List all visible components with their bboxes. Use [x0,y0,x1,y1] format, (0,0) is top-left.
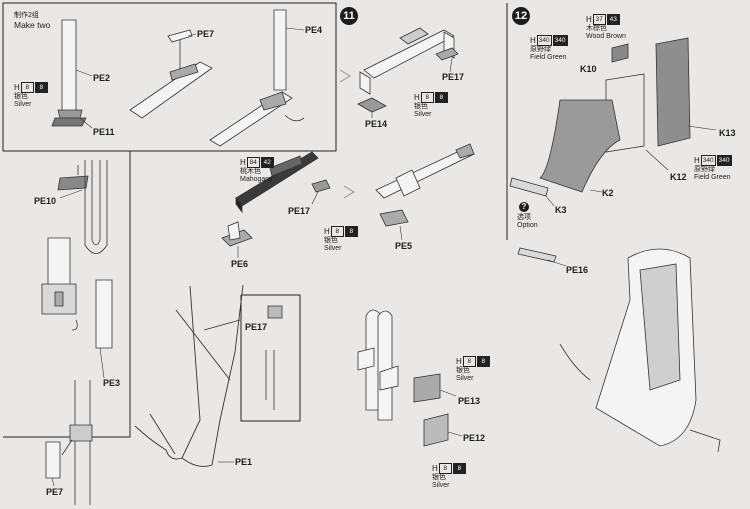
step12-drawing [509,37,721,453]
make-two-note-en: Make two [14,20,51,30]
pe4-strip-drawing [209,9,305,147]
step-11-badge: 11 [340,7,358,25]
part-label-pe16: PE16 [566,265,589,275]
make-two-note-cn: 制作2组 [14,12,39,19]
part-label-pe17-b: PE17 [288,206,311,216]
step11-drawing [221,27,475,247]
seat-frame-drawing [357,309,449,447]
part-label-pe14: PE14 [365,119,388,129]
part-label-pe13: PE13 [458,396,481,406]
part-label-k2: K2 [602,188,614,198]
part-label-pe7-top: PE7 [197,29,215,39]
part-label-pe17-a: PE17 [442,72,465,82]
step-12-badge: 12 [512,7,530,25]
top-left-panel-border [2,2,337,152]
part-label-pe10: PE10 [34,196,57,206]
part-label-pe11: PE11 [93,127,115,137]
part-label-pe7-bottom: PE7 [46,487,64,497]
part-label-k13: K13 [719,128,736,138]
part-label-pe4: PE4 [305,25,323,35]
pe2-strip-drawing [51,19,87,127]
part-label-k10: K10 [580,64,597,74]
pe7-bottom-drawing [45,380,93,505]
leader-lines [51,27,717,487]
part-label-pe6: PE6 [231,259,249,269]
left-column-border [3,150,131,438]
panel-borders [2,2,508,438]
part-label-pe12: PE12 [463,433,486,443]
part-label-pe3: PE3 [103,378,121,388]
part-label-pe1: PE1 [235,457,253,467]
option-icon: ? [519,202,529,212]
pe17-detail-drawing [265,305,283,410]
pe1-strap-drawing [134,284,244,467]
detail-box-border [240,294,301,422]
part-label-k3: K3 [555,205,567,215]
pe3-drawing [41,237,113,349]
part-label-pe2: PE2 [93,73,111,83]
part-label-pe17-detail: PE17 [245,322,268,332]
part-label-pe5: PE5 [395,241,413,251]
part-label-k12: K12 [670,172,687,182]
pe7-bracket-drawing [129,29,213,119]
pe10-drawing [57,160,108,254]
